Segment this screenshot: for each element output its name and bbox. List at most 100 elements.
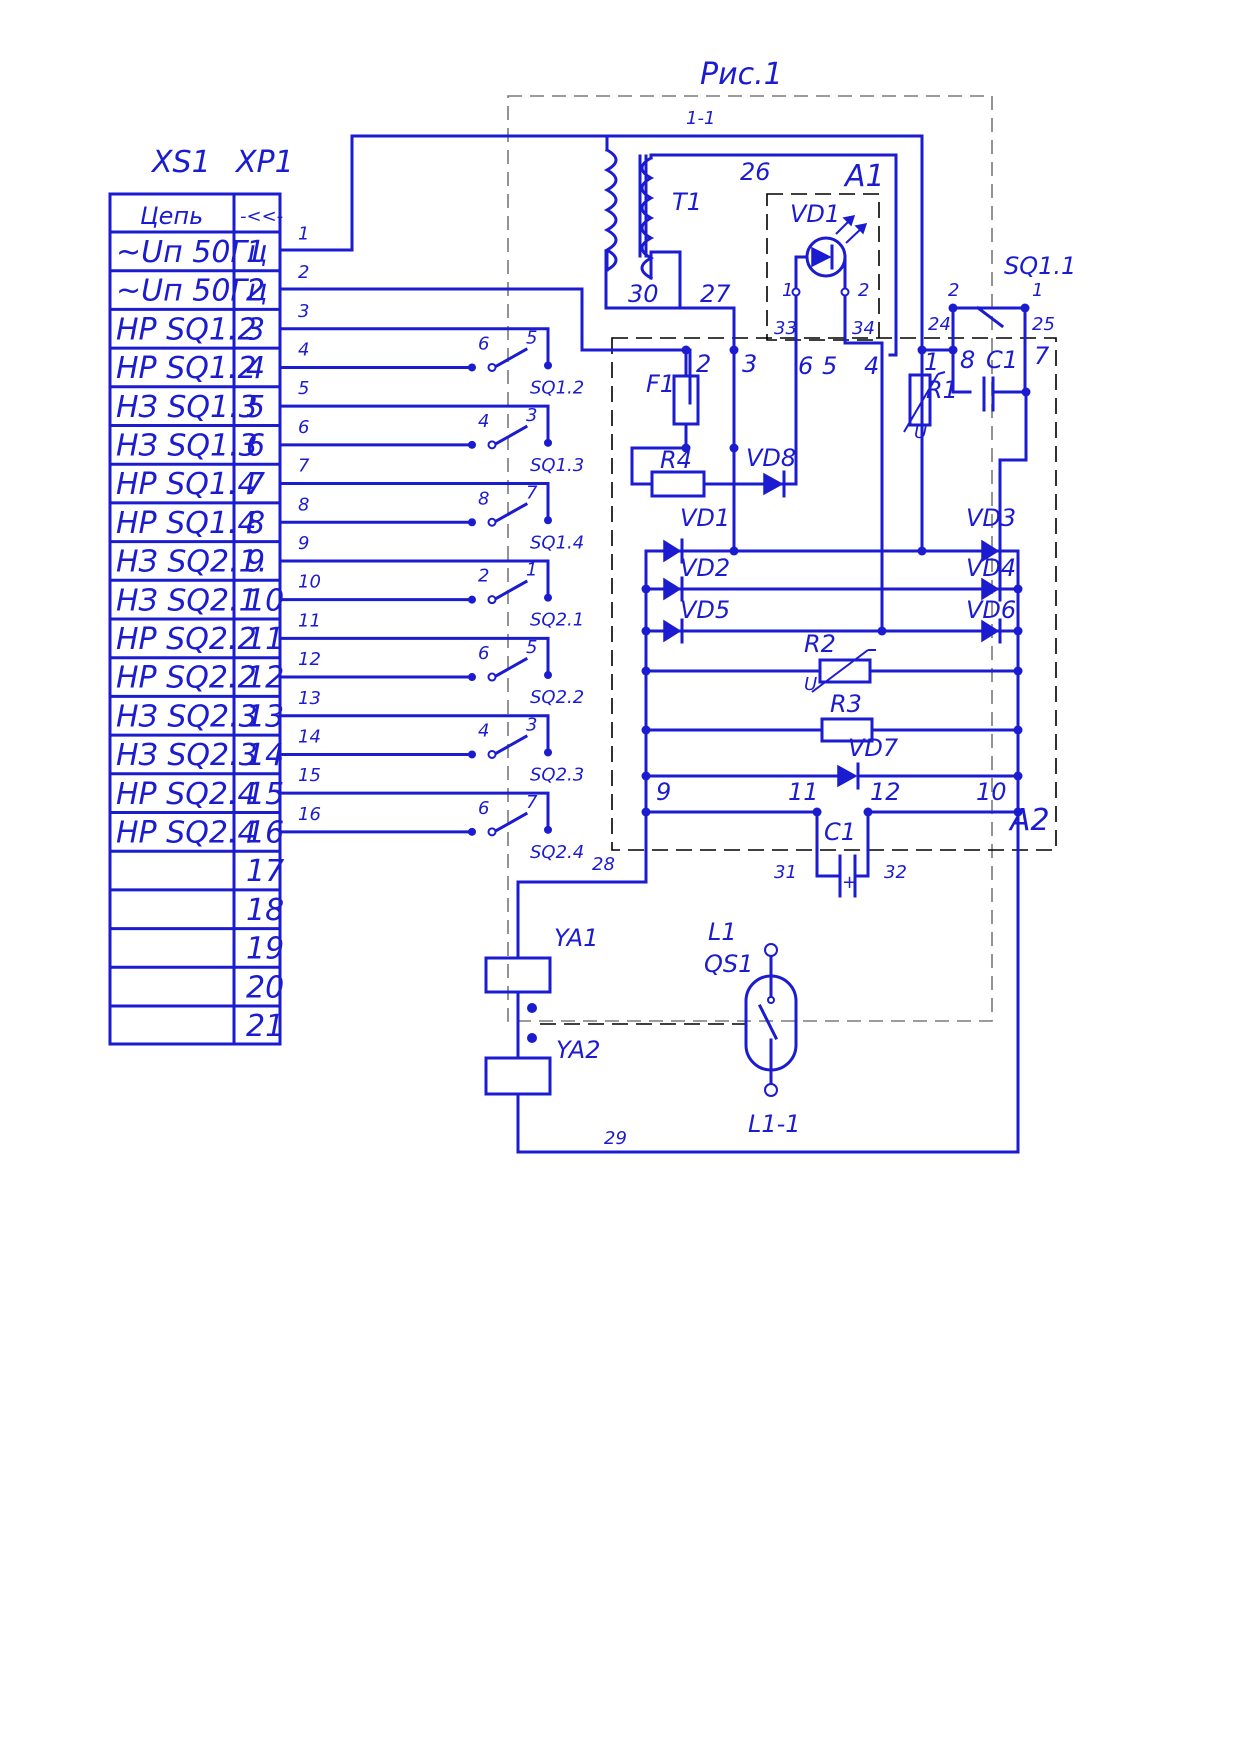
a2-frame [611, 337, 1057, 851]
header-circuit: Цепь [140, 202, 203, 230]
a2-pin6: 6 [798, 352, 813, 380]
switch-pin-right: 1 [526, 560, 537, 581]
switch-pin-left: 6 [478, 333, 489, 354]
a1-label: A1 [843, 159, 885, 194]
a2-pin9: 9 [656, 778, 671, 806]
qs1-label: QS1 [704, 950, 753, 978]
wire-30: 30 [628, 280, 659, 308]
row-pin: 12 [246, 661, 284, 696]
row-pin: 19 [246, 932, 284, 967]
wire-number: 2 [298, 262, 309, 283]
solenoid-circuit [484, 810, 1020, 1154]
r1-label: R1 [926, 376, 958, 404]
a2-pin10: 10 [976, 778, 1007, 806]
row-pin: 2 [246, 274, 265, 309]
row-circuit: НЗ SQ2.3 [116, 738, 258, 773]
switch-label: SQ1.4 [530, 532, 584, 553]
row-pin: 4 [246, 351, 265, 386]
row-pin: 20 [246, 970, 284, 1005]
row-circuit: НР SQ2.4 [116, 816, 257, 851]
row-circuit: НР SQ1.2 [116, 351, 257, 386]
switch-pin-left: 2 [478, 566, 489, 587]
f1-label: F1 [646, 370, 675, 398]
row-circuit: ~Uп 50Гц [116, 235, 268, 270]
wire-number: 12 [298, 649, 321, 670]
ya2-label: YA2 [556, 1036, 600, 1064]
row-circuit: НЗ SQ2.1 [116, 583, 258, 618]
wire-27: 27 [700, 280, 731, 308]
wire-number: 14 [298, 726, 321, 747]
sq11-pin1: 1 [1032, 280, 1043, 301]
row-pin: 16 [246, 816, 284, 851]
vd4-label: VD4 [966, 554, 1016, 582]
row-pin: 17 [246, 854, 284, 889]
l1-1-label: L1-1 [748, 1110, 801, 1138]
wire-number: 8 [298, 494, 309, 515]
led-pin2: 2 [858, 280, 869, 301]
switch-pin-right: 7 [526, 482, 538, 503]
wire-28: 28 [592, 854, 615, 875]
xp1-label: XP1 [234, 145, 294, 180]
a1-frame [766, 193, 880, 341]
a2-pin12: 12 [870, 778, 901, 806]
wire-number: 16 [298, 804, 321, 825]
switch-pin-right: 5 [526, 637, 537, 658]
r1-u-label: U [914, 422, 927, 443]
a2-pin11: 11 [788, 778, 819, 806]
wire-number: 9 [298, 533, 309, 554]
sq11-pin2: 2 [948, 280, 959, 301]
a2-pin7: 7 [1034, 342, 1050, 370]
vd3-label: VD3 [966, 504, 1016, 532]
wire-number: 6 [298, 417, 309, 438]
row-pin: 21 [246, 1009, 284, 1044]
switch-pin-right: 3 [526, 405, 537, 426]
switch-pin-left: 6 [478, 643, 489, 664]
row-circuit: НР SQ2.2 [116, 622, 257, 657]
component-labels: 1-1 T1 A1 VD1 1 2 26 30 27 33 34 SQ1.1 2… [554, 108, 1076, 1149]
switch-pin-right: 5 [526, 327, 537, 348]
c1-plus: + [842, 872, 857, 893]
switch-pin-right: 3 [526, 714, 537, 735]
row-pin: 3 [246, 312, 265, 347]
wire-31: 31 [774, 862, 797, 883]
switch-label: SQ2.3 [530, 764, 584, 785]
sq11-label: SQ1.1 [1004, 252, 1076, 280]
row-pin: 13 [246, 699, 284, 734]
wire-33: 33 [774, 318, 797, 339]
vd8-label: VD8 [746, 444, 796, 472]
row-circuit: НЗ SQ1.3 [116, 429, 258, 464]
vd1-led-label: VD1 [790, 200, 840, 228]
row-pin: 14 [246, 738, 284, 773]
r3-label: R3 [830, 690, 862, 718]
a2-pin5: 5 [822, 352, 837, 380]
a2-pin4: 4 [864, 352, 879, 380]
wire-number: 15 [298, 765, 321, 786]
vd1-label: VD1 [680, 504, 730, 532]
row-circuit: ~Uп 50Гц [116, 274, 268, 309]
row-pin: 9 [246, 545, 265, 580]
vd6-label: VD6 [966, 596, 1016, 624]
outer-frame [507, 95, 993, 1022]
wire-number: 10 [298, 572, 321, 593]
wire-number: 13 [298, 688, 321, 709]
supply-wiring [278, 134, 924, 632]
row-circuit: НЗ SQ2.1. [116, 545, 267, 580]
fuse-branch [630, 345, 786, 498]
switch-pin-left: 4 [478, 411, 489, 432]
row-pin: 11 [246, 622, 284, 657]
row-pin: 5 [246, 390, 265, 425]
vd5-label: VD5 [680, 596, 730, 624]
ya1-label: YA1 [554, 924, 598, 952]
switch-label: SQ1.3 [530, 455, 584, 476]
row-circuit: НР SQ2.4 [116, 777, 257, 812]
switch-pin-left: 4 [478, 720, 489, 741]
wire-number: 11 [298, 610, 321, 631]
a2-pin1: 1 [924, 348, 939, 376]
